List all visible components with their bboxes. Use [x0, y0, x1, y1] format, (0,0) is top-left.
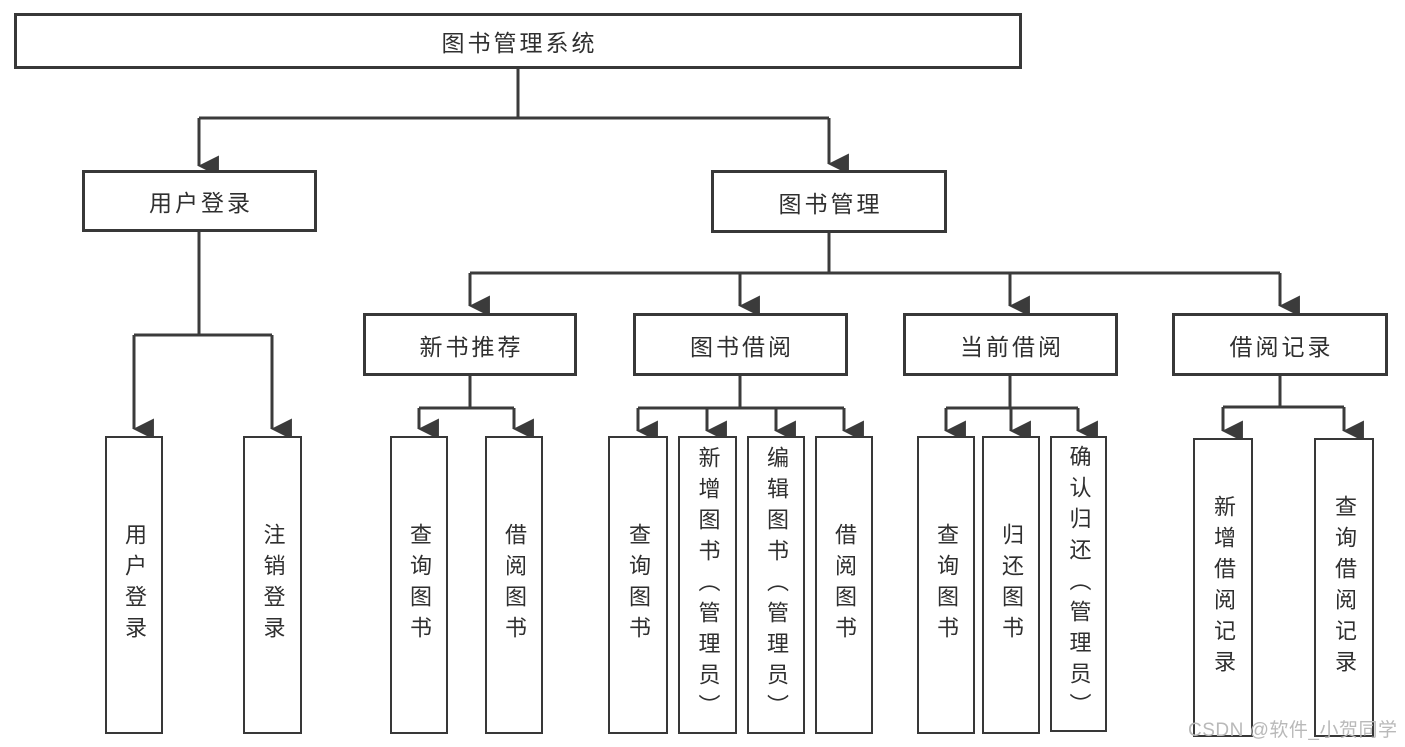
leaf-node-label: 借阅图书 [502, 523, 527, 647]
leaf-node-label: 查询图书 [626, 523, 651, 647]
root-node-system: 图书管理系统 [14, 13, 1022, 69]
branch-node-new-book-recommend: 新书推荐 [363, 313, 577, 376]
leaf-node-label: 确认归还（管理员） [1066, 444, 1092, 724]
csdn-watermark: CSDN @软件_小贺同学 [1188, 720, 1398, 741]
leaf-node-logout: 注销登录 [243, 436, 302, 734]
leaf-node-borrow-book: 借阅图书 [815, 436, 873, 734]
leaf-node-add-borrow-record: 新增借阅记录 [1193, 438, 1253, 737]
leaf-node-label: 查询图书 [934, 523, 959, 647]
branch-node-label: 当前借阅 [960, 333, 1064, 360]
leaf-node-query-book-recommend: 查询图书 [390, 436, 448, 734]
leaf-node-label: 用户登录 [122, 523, 147, 647]
branch-node-label: 图书管理 [778, 190, 883, 217]
leaf-node-query-borrow-record: 查询借阅记录 [1314, 438, 1374, 737]
branch-node-label: 图书借阅 [690, 333, 794, 360]
branch-node-book-borrow: 图书借阅 [633, 313, 848, 376]
branch-node-current-borrow: 当前借阅 [903, 313, 1118, 376]
branch-node-label: 借阅记录 [1229, 333, 1334, 360]
leaf-node-label: 归还图书 [999, 523, 1024, 647]
leaf-node-edit-book-admin: 编辑图书（管理员） [747, 436, 805, 734]
branch-node-label: 新书推荐 [419, 333, 524, 360]
leaf-node-label: 查询借阅记录 [1332, 494, 1357, 681]
leaf-node-label: 新增图书（管理员） [695, 445, 721, 725]
leaf-node-query-current-borrow: 查询图书 [917, 436, 975, 734]
leaf-node-borrow-book-recommend: 借阅图书 [485, 436, 543, 734]
leaf-node-label: 借阅图书 [832, 523, 857, 647]
leaf-node-user-login: 用户登录 [105, 436, 163, 734]
branch-node-book-management: 图书管理 [711, 170, 947, 233]
leaf-node-label: 查询图书 [407, 523, 432, 647]
root-node-label: 图书管理系统 [441, 30, 598, 56]
branch-node-label: 用户登录 [149, 190, 253, 216]
leaf-node-confirm-return-admin: 确认归还（管理员） [1050, 436, 1107, 732]
leaf-node-label: 编辑图书（管理员） [764, 445, 789, 725]
branch-node-user-login: 用户登录 [82, 170, 317, 232]
leaf-node-add-book-admin: 新增图书（管理员） [678, 436, 737, 734]
leaf-node-label: 新增借阅记录 [1211, 494, 1236, 681]
leaf-node-query-book: 查询图书 [608, 436, 668, 734]
branch-node-borrow-records: 借阅记录 [1172, 313, 1388, 376]
leaf-node-return-book: 归还图书 [982, 436, 1040, 734]
leaf-node-label: 注销登录 [260, 523, 286, 647]
